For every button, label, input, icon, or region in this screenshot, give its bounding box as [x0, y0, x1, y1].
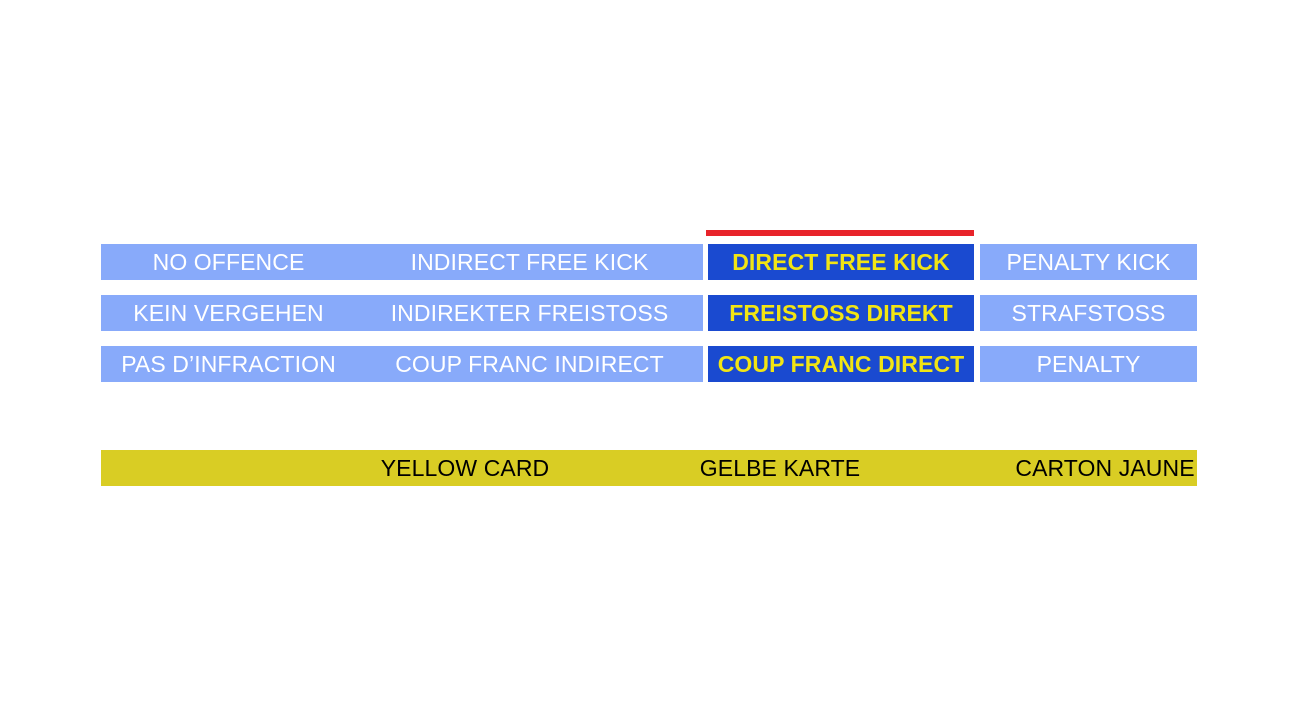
cell-no-offence-fr[interactable]: PAS D’INFRACTION	[101, 346, 356, 382]
row-de-left-group: KEIN VERGEHEN INDIREKTER FREISTOSS	[101, 295, 703, 331]
yellow-card-label-de: GELBE KARTE	[699, 454, 861, 481]
cell-direct-free-kick-en[interactable]: DIRECT FREE KICK	[708, 244, 974, 280]
cell-indirect-free-kick-fr[interactable]: COUP FRANC INDIRECT	[356, 346, 703, 382]
cell-direct-free-kick-de[interactable]: FREISTOSS DIREKT	[708, 295, 974, 331]
selected-column-accent-bar	[706, 230, 974, 236]
cell-direct-free-kick-fr[interactable]: COUP FRANC DIRECT	[708, 346, 974, 382]
cell-indirect-free-kick-de[interactable]: INDIREKTER FREISTOSS	[356, 295, 703, 331]
row-fr-left-group: PAS D’INFRACTION COUP FRANC INDIRECT	[101, 346, 703, 382]
table-row: PAS D’INFRACTION COUP FRANC INDIRECT COU…	[101, 346, 1197, 382]
yellow-card-bar[interactable]: YELLOW CARD GELBE KARTE CARTON JAUNE	[101, 450, 1197, 486]
cell-indirect-free-kick-en[interactable]: INDIRECT FREE KICK	[356, 244, 703, 280]
cell-penalty-kick-fr[interactable]: PENALTY	[980, 346, 1197, 382]
cell-no-offence-en[interactable]: NO OFFENCE	[101, 244, 356, 280]
row-en-left-group: NO OFFENCE INDIRECT FREE KICK	[101, 244, 703, 280]
table-row: NO OFFENCE INDIRECT FREE KICK DIRECT FRE…	[101, 244, 1197, 280]
cell-penalty-kick-de[interactable]: STRAFSTOSS	[980, 295, 1197, 331]
cell-penalty-kick-en[interactable]: PENALTY KICK	[980, 244, 1197, 280]
yellow-card-label-fr: CARTON JAUNE	[1015, 454, 1195, 481]
table-row: KEIN VERGEHEN INDIREKTER FREISTOSS FREIS…	[101, 295, 1197, 331]
cell-no-offence-de[interactable]: KEIN VERGEHEN	[101, 295, 356, 331]
yellow-card-label-en: YELLOW CARD	[380, 454, 550, 481]
decision-matrix: NO OFFENCE INDIRECT FREE KICK DIRECT FRE…	[101, 244, 1197, 382]
